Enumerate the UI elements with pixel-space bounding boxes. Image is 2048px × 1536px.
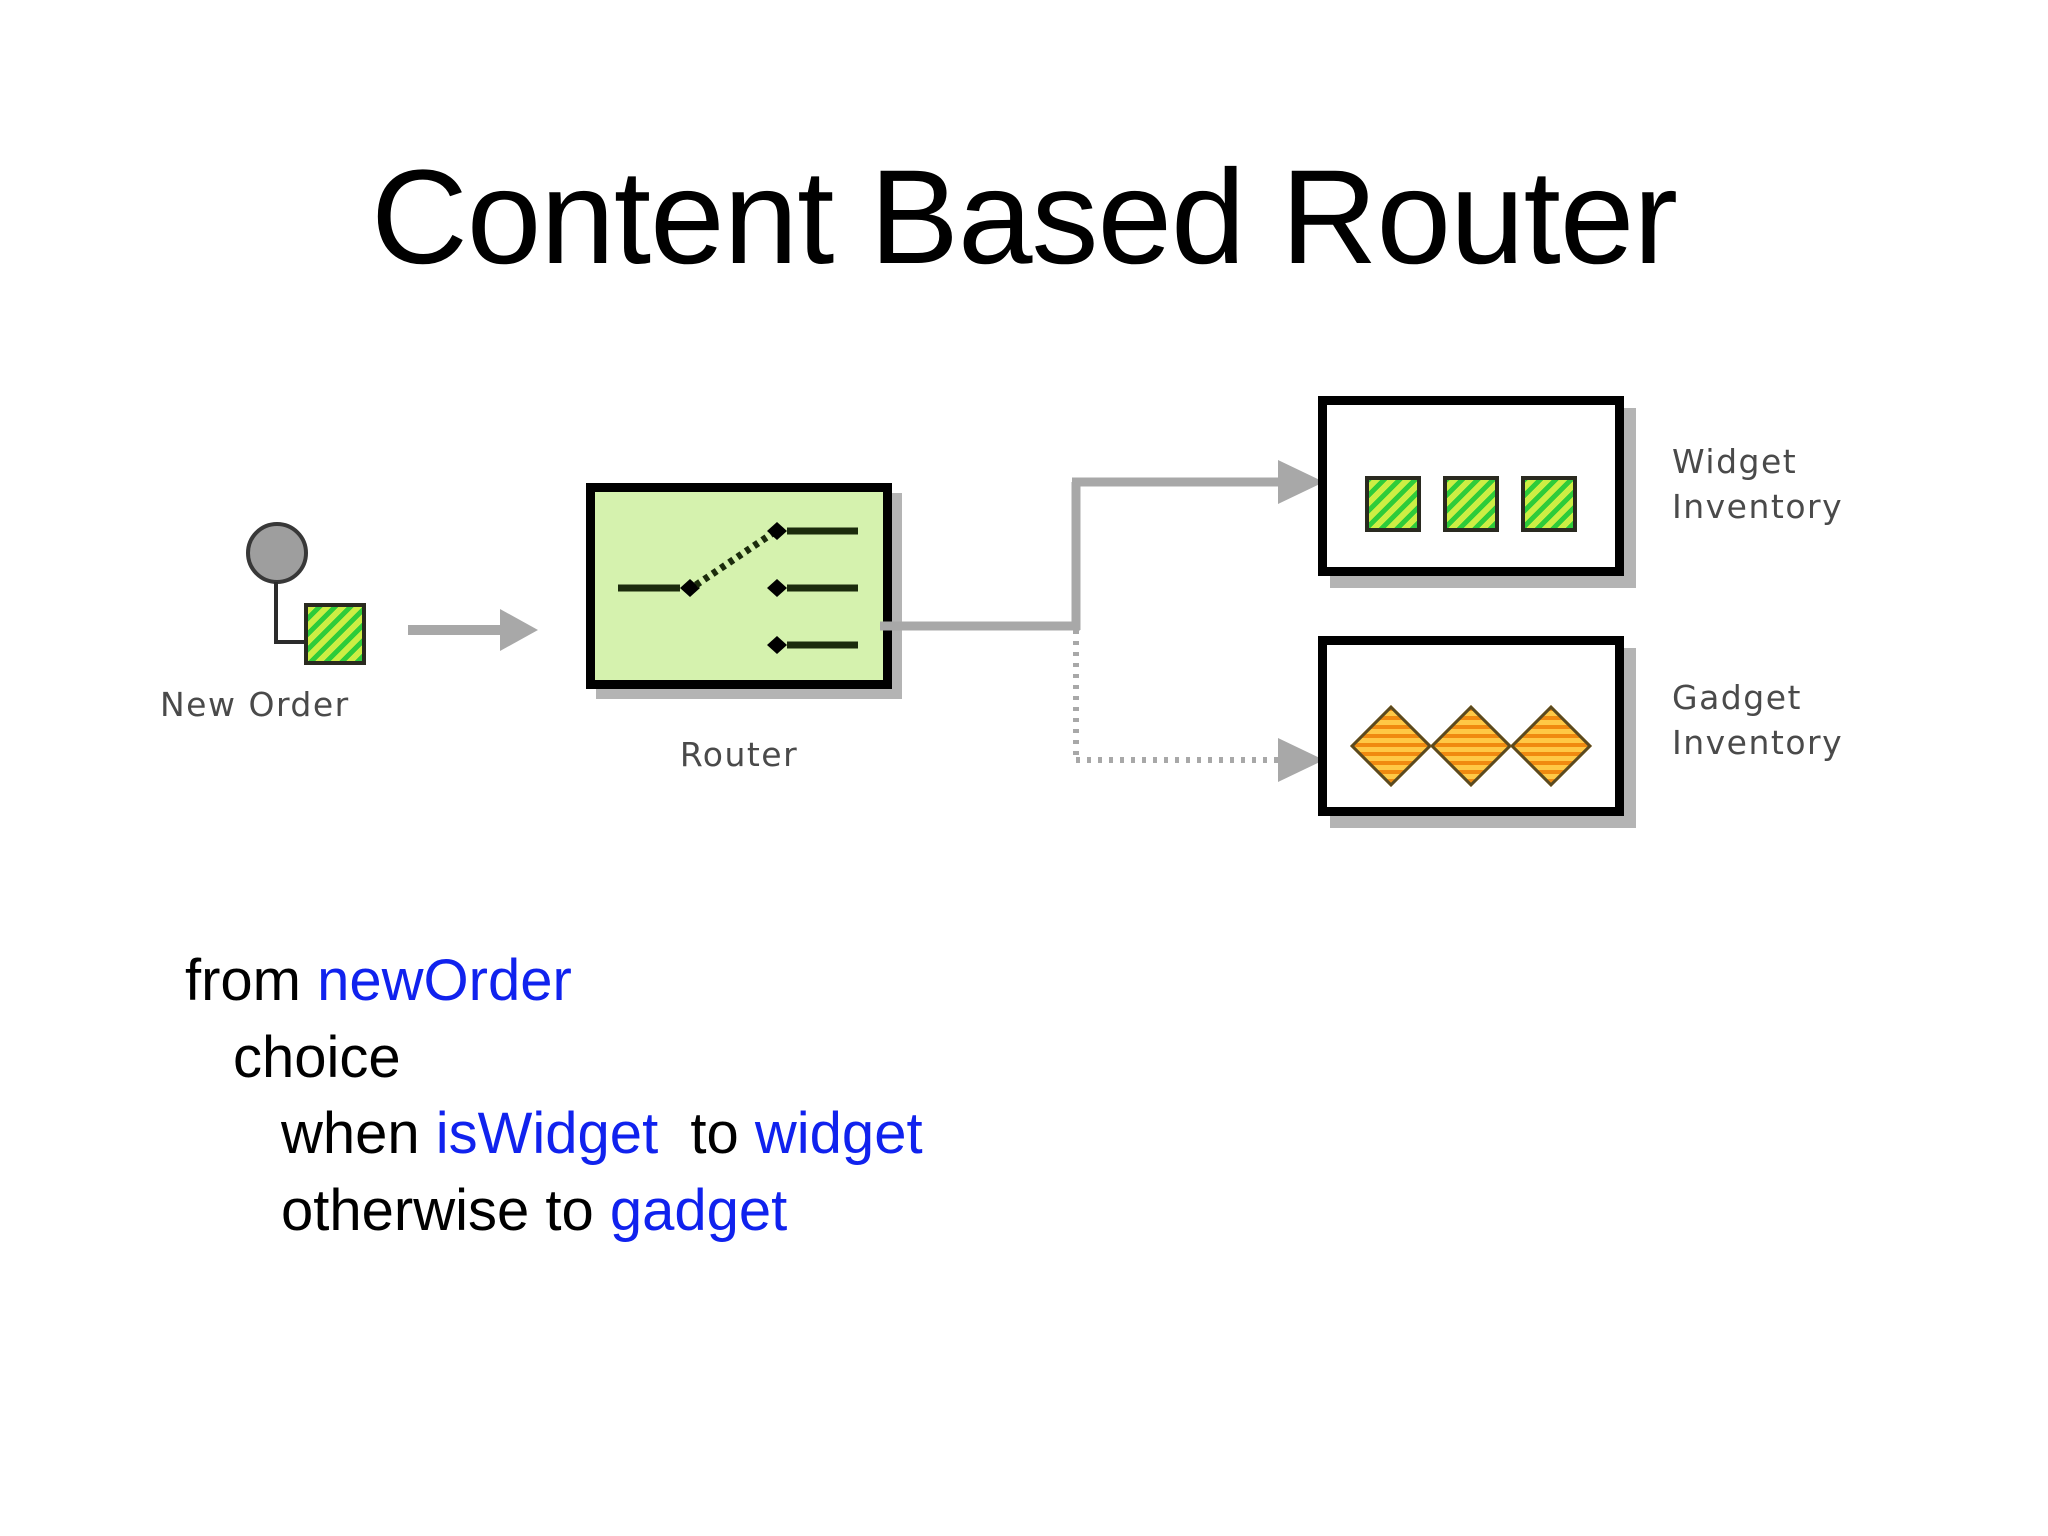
gadget-inventory-items — [1318, 636, 1624, 816]
green-hatched-square-icon — [1365, 476, 1421, 532]
orange-striped-diamond-icon — [1349, 704, 1433, 788]
endpoint-stem-line — [274, 582, 278, 644]
new-order-label: New Order — [160, 685, 350, 724]
message-endpoint-circle-icon — [246, 522, 308, 584]
code-identifier-iswidget: isWidget — [435, 1101, 659, 1167]
widget-inventory-items — [1318, 396, 1624, 576]
gadget-inventory-label: Gadget Inventory — [1672, 678, 1844, 762]
router-label: Router — [679, 735, 799, 774]
code-identifier-widget: widget — [754, 1101, 923, 1167]
page-title: Content Based Router — [371, 143, 1678, 292]
code-line-from: from newOrder — [185, 948, 1685, 1015]
widget-arrow-head-icon — [1278, 460, 1324, 504]
code-line-otherwise: otherwise to gadget — [281, 1178, 1685, 1245]
code-line-when: when isWidget to widget — [281, 1101, 1685, 1168]
code-keyword-to: to — [658, 1101, 755, 1167]
green-hatched-square-icon — [1443, 476, 1499, 532]
orange-striped-diamond-icon — [1509, 704, 1593, 788]
green-hatched-square-icon — [1521, 476, 1577, 532]
green-hatched-message-icon — [304, 603, 366, 665]
code-keyword-choice: choice — [233, 1024, 401, 1090]
endpoint-connector-line — [274, 640, 308, 644]
orange-striped-diamond-icon — [1429, 704, 1513, 788]
code-identifier-neworder: newOrder — [317, 948, 572, 1013]
input-arrow-line — [408, 625, 508, 635]
code-keyword-from: from — [185, 948, 318, 1013]
code-identifier-gadget: gadget — [609, 1178, 788, 1244]
dsl-code-block: from newOrder choice when isWidget to wi… — [185, 948, 1685, 1245]
widget-inventory-label: Widget Inventory — [1672, 442, 1844, 526]
gadget-arrow-head-icon — [1278, 738, 1324, 782]
input-arrow-head-icon — [500, 609, 538, 651]
code-line-choice: choice — [233, 1025, 1685, 1092]
code-keyword-when: when — [281, 1101, 436, 1167]
content-based-router-switch-icon — [618, 522, 858, 654]
code-keyword-otherwise-to: otherwise to — [281, 1178, 610, 1244]
routing-branch-lines — [880, 460, 1324, 782]
